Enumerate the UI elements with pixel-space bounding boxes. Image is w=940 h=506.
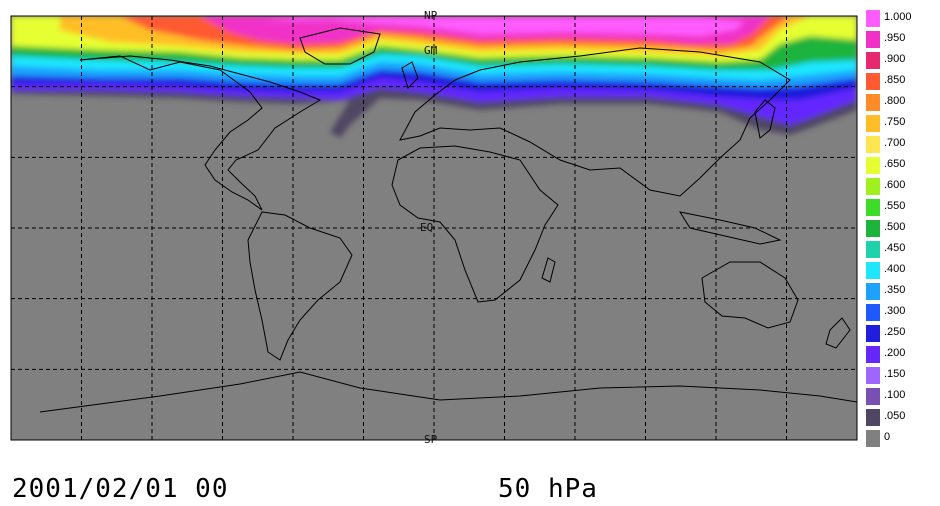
legend-swatch	[866, 136, 880, 153]
caption-date: 2001/02/01 00	[12, 474, 229, 504]
color-legend: 1.000 .950 .900 .850 .800 .750 .700 .650 .600 .55…	[866, 10, 912, 447]
legend-swatch	[866, 10, 880, 27]
legend-label: .050	[884, 410, 905, 422]
legend-label: .100	[884, 389, 905, 401]
coast-antarctica	[39, 371, 857, 413]
legend-swatch	[866, 31, 880, 48]
label-south-pole: SP	[424, 433, 438, 446]
legend-label: .300	[884, 305, 905, 317]
legend-label: .600	[884, 179, 905, 191]
legend-label: .400	[884, 263, 905, 275]
coast-south-america	[247, 211, 353, 361]
legend-swatch	[866, 283, 880, 300]
legend-swatch	[866, 325, 880, 342]
coast-north-america	[79, 55, 322, 211]
legend-label: 0	[884, 431, 890, 443]
legend-swatch	[866, 52, 880, 69]
legend-swatch	[866, 367, 880, 384]
legend-label: 1.000	[884, 11, 912, 23]
legend-swatch	[866, 157, 880, 174]
coast-uk	[401, 61, 419, 89]
legend-label: .250	[884, 326, 905, 338]
coast-new-zealand	[825, 317, 851, 349]
legend-swatch	[866, 73, 880, 90]
legend-swatch	[866, 199, 880, 216]
legend-swatch	[866, 115, 880, 132]
coastlines	[39, 27, 857, 413]
legend-label: .700	[884, 137, 905, 149]
legend-swatch	[866, 241, 880, 258]
coast-japan	[754, 99, 776, 139]
coast-indonesia	[678, 211, 782, 245]
graticule	[11, 16, 857, 440]
legend-swatch	[866, 220, 880, 237]
legend-label: .550	[884, 200, 905, 212]
legend-swatch	[866, 94, 880, 111]
legend-label: .150	[884, 368, 905, 380]
coast-madagascar	[541, 257, 556, 283]
coast-eurasia	[399, 47, 791, 197]
legend-label: .850	[884, 74, 905, 86]
legend-swatch	[866, 388, 880, 405]
legend-swatch	[866, 409, 880, 426]
label-equator: EQ	[420, 221, 433, 234]
label-greenwich: GM	[424, 44, 438, 57]
legend-swatch	[866, 346, 880, 363]
legend-label: .450	[884, 242, 905, 254]
legend-label: .750	[884, 116, 905, 128]
legend-swatch	[866, 178, 880, 195]
legend-label: .500	[884, 221, 905, 233]
coast-africa	[391, 145, 559, 303]
legend-label: .950	[884, 32, 905, 44]
legend-swatch	[866, 430, 880, 447]
map-border	[10, 15, 858, 441]
legend-label: .900	[884, 53, 905, 65]
legend-swatch	[866, 304, 880, 321]
legend-swatch	[866, 262, 880, 279]
coast-greenland	[299, 27, 381, 65]
field-band-1000	[260, 18, 745, 36]
legend-label: .800	[884, 95, 905, 107]
label-north-pole: NP	[424, 9, 438, 22]
legend-label: .650	[884, 158, 905, 170]
legend-label: .350	[884, 284, 905, 296]
caption-pressure-level: 50 hPa	[498, 474, 598, 504]
legend-label: .200	[884, 347, 905, 359]
